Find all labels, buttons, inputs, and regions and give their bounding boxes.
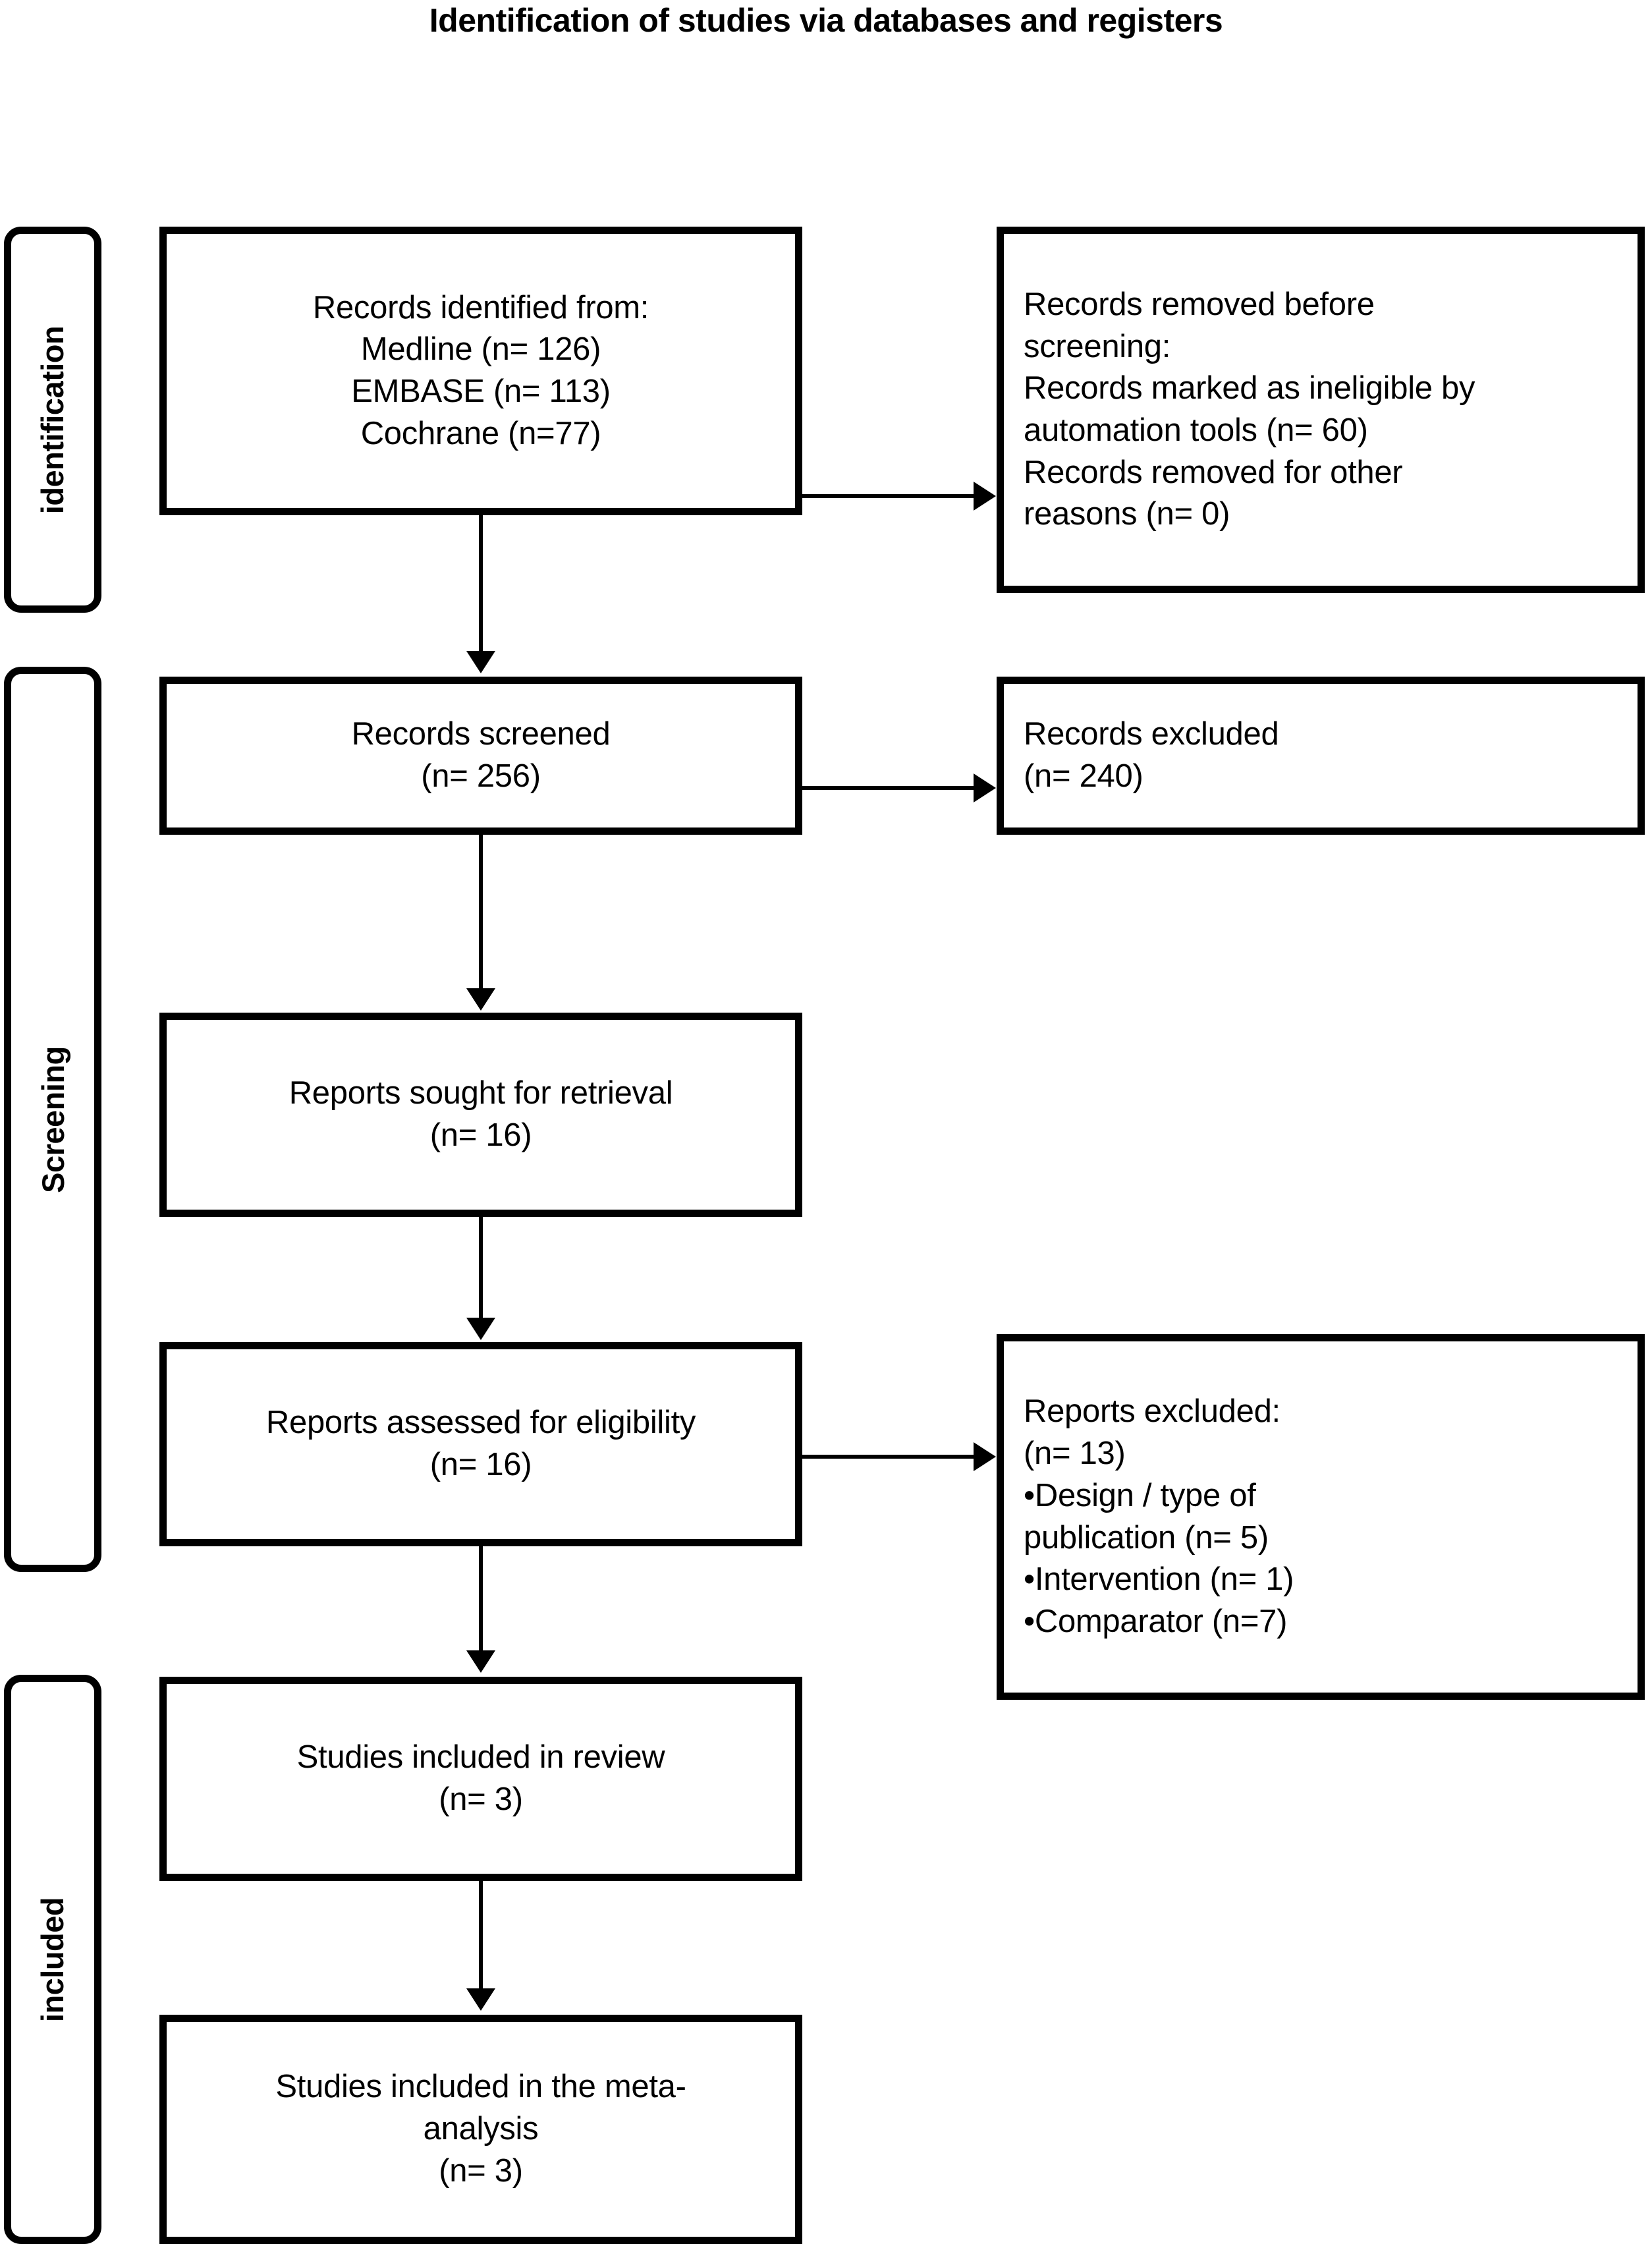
node-reports-sought-text: Reports sought for retrieval (n= 16) <box>289 1075 673 1153</box>
node-studies-included-meta-text: Studies included in the meta- analysis (… <box>275 2069 686 2189</box>
connector-screened-to-excluded <box>802 786 975 790</box>
arrowhead-sought-to-assessed <box>466 1318 495 1340</box>
phase-box-screening: Screening <box>4 667 101 1572</box>
phase-label-included: included <box>35 1897 70 2022</box>
connector-review-to-meta <box>479 1881 483 1990</box>
arrowhead-assessed-to-included-review <box>466 1650 495 1673</box>
node-records-identified: Records identified from: Medline (n= 126… <box>159 227 802 515</box>
phase-box-included: included <box>4 1675 101 2244</box>
phase-label-screening: Screening <box>35 1046 70 1193</box>
node-records-removed: Records removed before screening: Record… <box>997 227 1645 593</box>
node-reports-assessed: Reports assessed for eligibility (n= 16) <box>159 1342 802 1546</box>
arrowhead-screened-to-excluded <box>974 773 996 802</box>
node-reports-excluded: Reports excluded: (n= 13) •Design / type… <box>997 1334 1645 1700</box>
arrowhead-assessed-to-excluded <box>974 1442 996 1471</box>
page-title: Identification of studies via databases … <box>429 2 1223 39</box>
phase-box-identification: identification <box>4 227 101 613</box>
node-records-excluded: Records excluded (n= 240) <box>997 677 1645 835</box>
node-records-screened-text: Records screened (n= 256) <box>351 716 611 794</box>
arrowhead-identified-to-screened <box>466 651 495 673</box>
arrowhead-screened-to-sought <box>466 988 495 1011</box>
node-reports-sought: Reports sought for retrieval (n= 16) <box>159 1013 802 1217</box>
node-records-identified-text: Records identified from: Medline (n= 126… <box>312 289 649 451</box>
node-studies-included-review: Studies included in review (n= 3) <box>159 1677 802 1881</box>
connector-sought-to-assessed <box>479 1217 483 1319</box>
node-records-excluded-text: Records excluded (n= 240) <box>1024 716 1279 794</box>
connector-screened-to-sought <box>479 835 483 990</box>
node-records-removed-text: Records removed before screening: Record… <box>1024 286 1475 532</box>
node-studies-included-review-text: Studies included in review (n= 3) <box>296 1739 665 1817</box>
node-reports-excluded-text: Reports excluded: (n= 13) •Design / type… <box>1024 1393 1294 1639</box>
node-studies-included-meta: Studies included in the meta- analysis (… <box>159 2015 802 2244</box>
connector-assessed-to-included-review <box>479 1546 483 1652</box>
node-records-screened: Records screened (n= 256) <box>159 677 802 835</box>
connector-assessed-to-excluded <box>802 1455 975 1459</box>
arrowhead-review-to-meta <box>466 1988 495 2011</box>
node-reports-assessed-text: Reports assessed for eligibility (n= 16) <box>265 1405 696 1482</box>
connector-identified-to-removed <box>802 494 975 498</box>
phase-label-identification: identification <box>35 325 70 514</box>
arrowhead-identified-to-removed <box>974 482 996 511</box>
connector-identified-to-screened <box>479 515 483 652</box>
